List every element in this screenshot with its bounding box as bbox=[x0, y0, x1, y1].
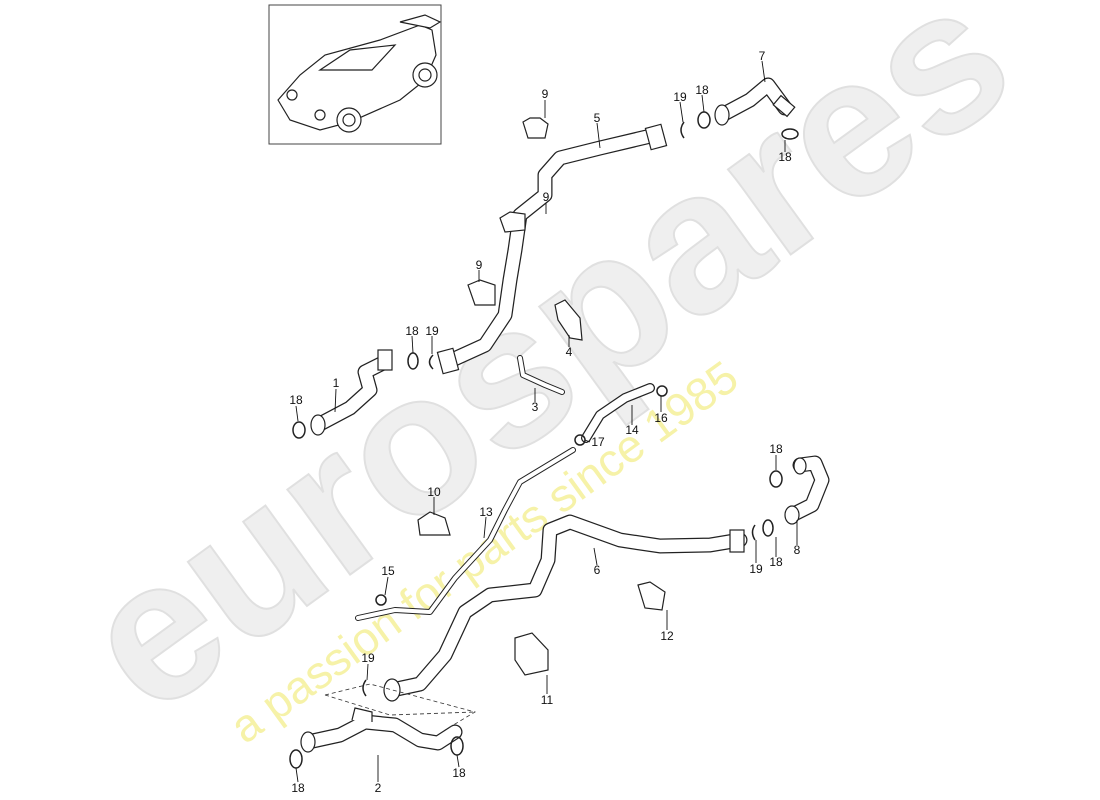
clip-19[interactable] bbox=[362, 679, 367, 697]
callout-3[interactable]: 3 bbox=[532, 400, 539, 414]
callout-7[interactable]: 7 bbox=[759, 49, 766, 63]
seal-18[interactable] bbox=[450, 736, 464, 756]
callout-18[interactable]: 18 bbox=[695, 83, 709, 97]
clamp-12[interactable] bbox=[637, 581, 666, 611]
watermark: eurospares a passion for parts since 198… bbox=[43, 0, 1048, 756]
callout-5[interactable]: 5 bbox=[594, 111, 601, 125]
seal-18[interactable] bbox=[762, 519, 774, 537]
hose-1[interactable] bbox=[310, 349, 393, 436]
hose-6[interactable] bbox=[383, 514, 748, 702]
clip-19[interactable] bbox=[428, 354, 434, 370]
callout-11[interactable]: 11 bbox=[541, 693, 554, 707]
callout-9[interactable]: 9 bbox=[476, 258, 483, 272]
seal-18[interactable] bbox=[292, 421, 306, 439]
watermark-brand: eurospares bbox=[44, 0, 1047, 755]
holder-10[interactable] bbox=[417, 511, 451, 536]
callout-18[interactable]: 18 bbox=[289, 393, 303, 407]
bracket-3[interactable] bbox=[517, 355, 565, 395]
callout-18[interactable]: 18 bbox=[778, 150, 792, 164]
clip-19[interactable] bbox=[680, 121, 685, 139]
callout-19[interactable]: 19 bbox=[749, 562, 763, 576]
part-number-labels: 9 5 19 18 7 18 9 9 18 19 4 1 18 3 16 14 … bbox=[289, 49, 800, 795]
callout-9[interactable]: 9 bbox=[542, 87, 549, 101]
callout-10[interactable]: 10 bbox=[427, 485, 441, 499]
seal-18[interactable] bbox=[769, 470, 783, 488]
clamp-15[interactable] bbox=[375, 594, 387, 606]
callout-14[interactable]: 14 bbox=[625, 423, 639, 437]
callout-4[interactable]: 4 bbox=[566, 345, 573, 359]
callout-2[interactable]: 2 bbox=[375, 781, 382, 795]
hose-7[interactable] bbox=[714, 77, 796, 126]
callout-18[interactable]: 18 bbox=[405, 324, 419, 338]
callout-18[interactable]: 18 bbox=[769, 555, 783, 569]
clamp-9[interactable] bbox=[467, 279, 496, 306]
callout-12[interactable]: 12 bbox=[660, 629, 674, 643]
callout-16[interactable]: 16 bbox=[654, 411, 668, 425]
callout-1[interactable]: 1 bbox=[333, 376, 340, 390]
leader-lines bbox=[295, 60, 798, 783]
seal-18[interactable] bbox=[781, 128, 799, 140]
hose-14[interactable] bbox=[581, 383, 655, 443]
bracket-11[interactable] bbox=[514, 632, 549, 676]
hose-2[interactable] bbox=[300, 683, 477, 753]
callout-17[interactable]: 17 bbox=[591, 435, 605, 449]
callout-18[interactable]: 18 bbox=[769, 442, 783, 456]
clip-4[interactable] bbox=[554, 299, 583, 341]
callout-19[interactable]: 19 bbox=[361, 651, 375, 665]
seal-18[interactable] bbox=[289, 749, 303, 769]
callout-18[interactable]: 18 bbox=[291, 781, 305, 795]
callout-13[interactable]: 13 bbox=[479, 505, 493, 519]
clamp-16[interactable] bbox=[656, 385, 668, 397]
callout-15[interactable]: 15 bbox=[381, 564, 395, 578]
car-overview-icon bbox=[268, 4, 442, 145]
clamp-9[interactable] bbox=[499, 211, 526, 233]
callout-9[interactable]: 9 bbox=[543, 190, 550, 204]
callout-8[interactable]: 8 bbox=[794, 543, 801, 557]
callout-6[interactable]: 6 bbox=[594, 563, 601, 577]
callout-19[interactable]: 19 bbox=[673, 90, 687, 104]
clamp-9[interactable] bbox=[522, 117, 549, 139]
callout-19[interactable]: 19 bbox=[425, 324, 439, 338]
callout-18[interactable]: 18 bbox=[452, 766, 466, 780]
pipe-13[interactable] bbox=[355, 447, 576, 621]
clip-19[interactable] bbox=[751, 524, 756, 541]
hose-8[interactable] bbox=[784, 455, 830, 525]
